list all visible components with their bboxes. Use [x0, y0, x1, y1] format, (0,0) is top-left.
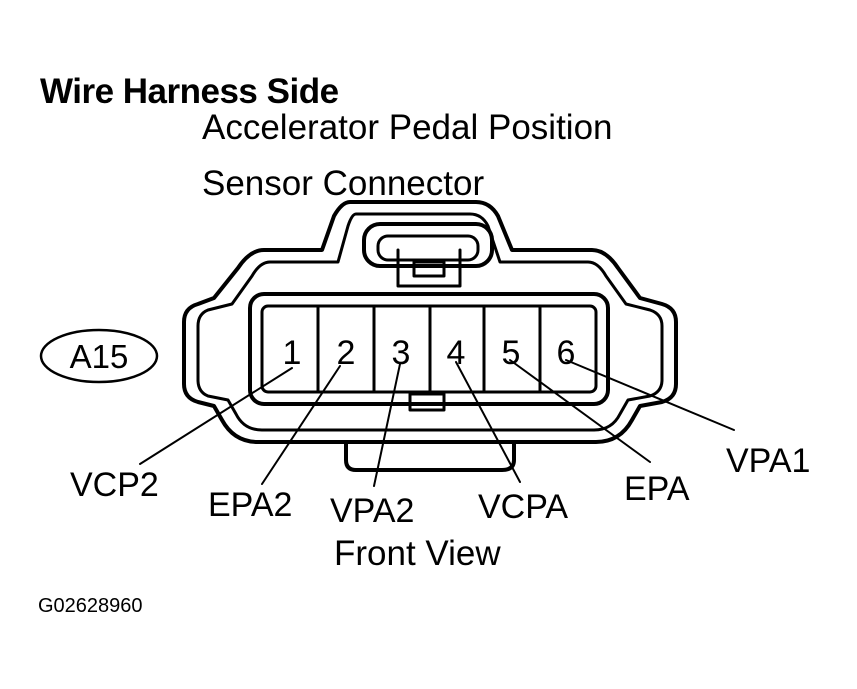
- locking-tab-inner: [376, 234, 480, 262]
- bottom-guide: [344, 440, 516, 472]
- leader-line-pin-5: [509, 359, 651, 463]
- figure-code: G02628960: [38, 595, 143, 617]
- connector-id-ellipse: [39, 328, 159, 384]
- pin-number-5: 5: [502, 334, 521, 372]
- signal-label-pin-3: VPA2: [330, 492, 414, 530]
- connector-name-line1: Accelerator Pedal Position: [202, 108, 613, 147]
- connector-housing-outer: [182, 200, 678, 444]
- connector-housing-inner: [196, 212, 664, 432]
- pin-cavity-frame: [248, 292, 610, 406]
- signal-label-pin-6: VPA1: [726, 442, 810, 480]
- leader-line-pin-6: [565, 359, 735, 431]
- pin-dividers: [316, 304, 542, 394]
- view-label: Front View: [334, 534, 501, 573]
- locking-tab-outer: [362, 222, 494, 268]
- signal-label-pin-2: EPA2: [208, 486, 292, 524]
- connector-id: A15: [70, 338, 129, 375]
- locking-tab-latch: [396, 248, 462, 288]
- pin-number-4: 4: [447, 334, 466, 372]
- connector-name-line2: Sensor Connector: [202, 164, 485, 203]
- diagram-heading: Wire Harness Side: [40, 72, 339, 111]
- signal-label-pin-1: VCP2: [70, 466, 159, 504]
- pin-number-3: 3: [392, 334, 411, 372]
- signal-label-pin-4: VCPA: [478, 488, 568, 526]
- signal-label-pin-5: EPA: [624, 470, 690, 508]
- leader-lines: [139, 359, 735, 487]
- leader-line-pin-3: [373, 363, 401, 487]
- keying-notch: [408, 392, 446, 412]
- pin-number-6: 6: [557, 334, 576, 372]
- pin-number-2: 2: [337, 334, 356, 372]
- leader-line-pin-2: [261, 365, 341, 485]
- leader-line-pin-4: [455, 361, 521, 483]
- leader-line-pin-1: [139, 367, 293, 465]
- pin-number-1: 1: [283, 334, 302, 372]
